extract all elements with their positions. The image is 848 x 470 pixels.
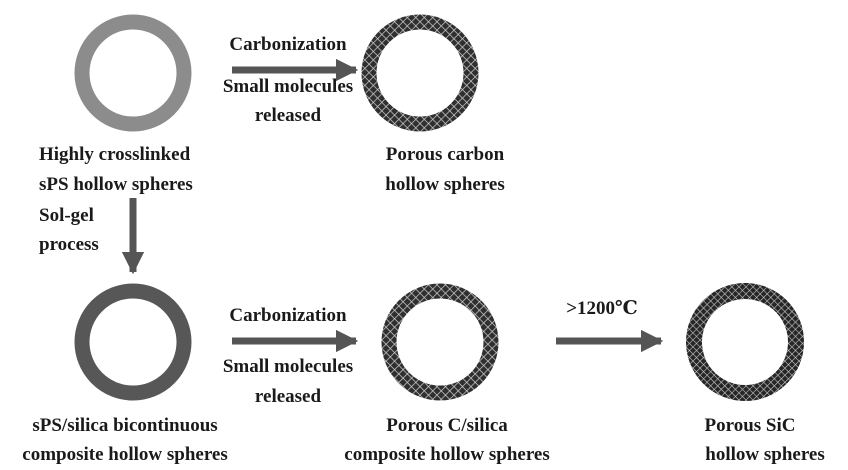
porous-sic-sphere [686,283,804,401]
composite-label-line2: composite hollow spheres [22,444,228,465]
sps-hollow-sphere [74,14,192,132]
bottom-step-line3: released [254,386,322,407]
bottom-step-line1: Carbonization [229,305,347,326]
bottom-step-line2: Small molecules [222,356,354,377]
porous-carbon-hollow-sphere [361,14,479,132]
csilica-label-line1: Porous C/silica [386,415,508,436]
sol-gel-label-line1: Sol-gel [39,205,94,226]
csilica-label-line2: composite hollow spheres [344,444,550,465]
heat-step-label: >1200℃ [566,298,638,319]
sps-label-line1: Highly crosslinked [39,144,191,165]
composite-label-line1: sPS/silica bicontinuous [32,415,218,436]
sps-label-line2: sPS hollow spheres [39,174,193,195]
sps-silica-composite-sphere [74,283,192,401]
top-step-line1: Carbonization [229,34,347,55]
carbon-label-line2: hollow spheres [385,174,505,195]
sic-label-line2: hollow spheres [705,444,825,465]
top-step-line2: Small molecules [222,76,354,97]
carbon-label-line1: Porous carbon [385,144,505,165]
sic-label-line1: Porous SiC [704,415,796,436]
sol-gel-label-line2: process [39,234,99,255]
top-step-line3: released [254,105,322,126]
porous-c-silica-sphere [381,283,499,401]
